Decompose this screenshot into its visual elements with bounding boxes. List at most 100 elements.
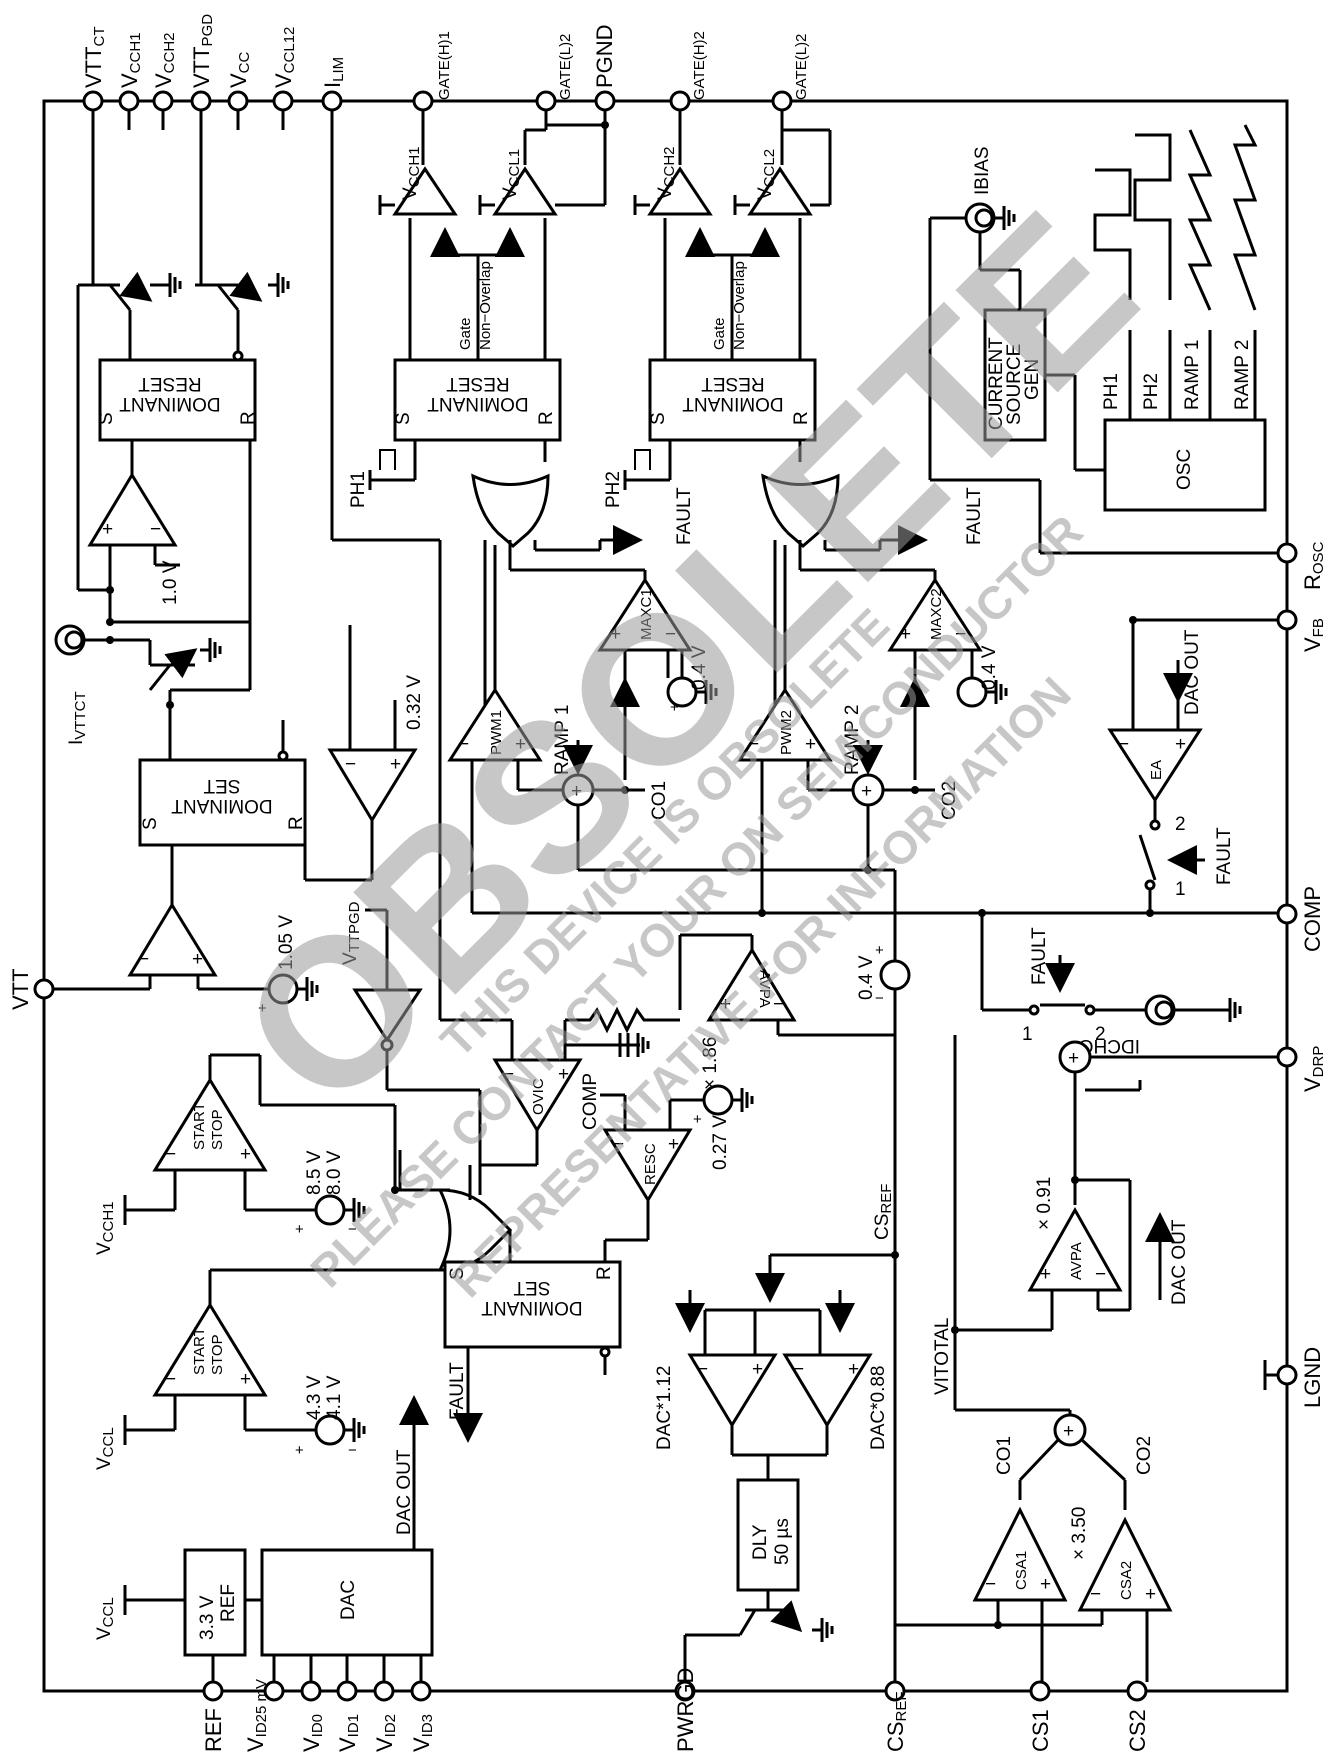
- svg-text:VCCL2: VCCL2: [755, 149, 778, 200]
- lbl-csref: CSREF: [872, 1184, 895, 1240]
- lbl-x091: × 0.91: [1034, 1177, 1055, 1230]
- svg-text:OSC: OSC: [1174, 449, 1195, 490]
- lbl-fault-or1: FAULT: [674, 487, 695, 545]
- svg-text:−: −: [613, 1134, 624, 1155]
- pin-gateh2: [669, 90, 691, 112]
- vttct-transistor: [78, 110, 182, 360]
- osc-block: OSC PH1 PH2 RAMP 1 RAMP 2: [1101, 340, 1267, 512]
- csa2-amp: − + CSA2: [1077, 1516, 1173, 1612]
- svg-text:CSA1: CSA1: [1013, 1551, 1030, 1590]
- latch-set-dominant-vtt: SET DOMINANT S R: [138, 758, 307, 847]
- lbl-0v27: 0.27 V: [710, 1115, 731, 1170]
- pin-vid1: [336, 1680, 358, 1702]
- top-pin-labels: VTTCT VCCH1 VCCH2 VTTPGD VCC VCCL12 ILIM…: [81, 14, 810, 100]
- svg-text:−: −: [348, 1221, 357, 1238]
- svg-text:+: +: [558, 1064, 569, 1085]
- lbl-gate-no-2b: Non−Overlap: [731, 261, 748, 350]
- lbl-vcch1-start: VCCH1: [94, 1201, 117, 1255]
- svg-text:SET: SET: [513, 1277, 550, 1298]
- svg-text:DOMINANT: DOMINANT: [171, 795, 273, 816]
- lbl-8v5: 8.5 V: [304, 1150, 325, 1195]
- lbl-vccl-ref: VCCL: [94, 1597, 117, 1640]
- lbl-pin-vid25: VID25 mV: [243, 1679, 270, 1752]
- pin-vdrp: [1276, 1046, 1298, 1068]
- lbl-dac112: DAC*1.12: [654, 1366, 675, 1451]
- svg-text:S: S: [447, 1267, 468, 1280]
- pin-cs2: [1126, 1680, 1148, 1702]
- svg-text:+: +: [668, 1134, 679, 1155]
- pin-vtt: [33, 978, 55, 1000]
- lbl-sw-1-ea: 1: [1175, 879, 1186, 900]
- svg-text:+: +: [1068, 1048, 1079, 1069]
- or-gate-fault: [437, 1188, 513, 1272]
- svg-text:START: START: [191, 1327, 208, 1375]
- svg-text:OVIC: OVIC: [530, 1078, 547, 1115]
- svg-text:−: −: [748, 734, 759, 755]
- comparator-0v32: − + 0.32 V: [327, 625, 425, 823]
- startstop-comparator-vcch1: − + START STOP: [152, 1077, 268, 1172]
- lbl-8v0: 8.0 V: [324, 1150, 345, 1195]
- svg-text:−: −: [1090, 1584, 1101, 1605]
- latch-pin-s: S: [96, 412, 117, 425]
- svg-text:3.3 V: 3.3 V: [197, 1595, 218, 1640]
- lbl-fault-ea: FAULT: [1214, 827, 1235, 885]
- latch-reset-dominant-vtt: RESET DOMINANT S R: [96, 358, 259, 442]
- startstop-comparator-vccl: − + START STOP: [152, 1302, 268, 1397]
- svg-text:+: +: [610, 624, 621, 645]
- svg-text:+: +: [752, 1359, 763, 1380]
- lbl-ph2: PH2: [603, 471, 624, 508]
- lbl-pin-csref: CSREF: [883, 1691, 910, 1752]
- lbl-pin-vccl12: VCCL12: [271, 27, 298, 88]
- ref-block: 3.3 V REF: [183, 1548, 247, 1657]
- pwm1-comparator: − + PWM1: [447, 687, 543, 762]
- lbl-ivttct: IVTTCT: [66, 691, 89, 745]
- lbl-pin-rosc: ROSC: [1300, 541, 1327, 590]
- pin-gatel2b: [771, 90, 793, 112]
- svg-text:+: +: [1063, 1421, 1074, 1442]
- lbl-0v4-b: 0.4 V: [979, 645, 1000, 690]
- lbl-pin-gatel2b: GATE(L)2: [793, 34, 810, 100]
- or-gate-pwm1: [471, 473, 550, 548]
- vttpgd-transistor: [195, 110, 290, 360]
- svg-text:VCCH1: VCCH1: [400, 146, 423, 200]
- svg-text:+: +: [102, 519, 113, 540]
- svg-text:−: −: [875, 990, 884, 1007]
- svg-text:−: −: [955, 624, 966, 645]
- pin-vid3: [410, 1680, 432, 1702]
- lbl-pin-vid1: VID1: [335, 1714, 362, 1752]
- svg-text:SOURCE: SOURCE: [1004, 344, 1025, 425]
- lbl-dac-out-ea: DAC OUT: [1182, 629, 1203, 715]
- svg-text:−: −: [1095, 1264, 1106, 1285]
- latch-title-reset: RESET: [138, 373, 202, 394]
- resc-comparator: − + RESC: [602, 1128, 693, 1203]
- lbl-vccl-start: VCCL: [94, 1427, 117, 1470]
- svg-text:−: −: [985, 1574, 996, 1595]
- lbl-pin-vcch1: VCCH1: [117, 32, 144, 88]
- lbl-dac-out-1: DAC OUT: [394, 1449, 415, 1535]
- svg-text:−: −: [138, 949, 149, 970]
- svg-text:+: +: [390, 754, 401, 775]
- svg-text:+: +: [571, 781, 582, 802]
- svg-text:+: +: [1175, 734, 1186, 755]
- svg-text:−: −: [165, 1369, 176, 1390]
- svg-text:+: +: [848, 1359, 859, 1380]
- svg-text:DLY: DLY: [750, 1524, 771, 1560]
- bottom-pin-labels: REF VID25 mV VID0 VID1 VID2 VID3 PWRGD C…: [201, 1668, 1150, 1752]
- svg-text:S: S: [648, 412, 669, 425]
- svg-text:+: +: [1040, 1264, 1051, 1285]
- pin-pgnd: [594, 90, 616, 112]
- svg-text:PWM1: PWM1: [488, 710, 505, 755]
- lbl-pin-vid2: VID2: [372, 1714, 399, 1752]
- svg-text:−: −: [665, 624, 676, 645]
- pin-vcch2: [152, 90, 174, 112]
- svg-text:DOMINANT: DOMINANT: [481, 1297, 583, 1318]
- svg-text:+: +: [192, 949, 203, 970]
- svg-text:+: +: [1040, 1574, 1051, 1595]
- lbl-pin-cs1: CS1: [1028, 1709, 1053, 1752]
- svg-text:STOP: STOP: [209, 1109, 226, 1150]
- svg-text:STOP: STOP: [209, 1334, 226, 1375]
- maxc1-comparator: + − MAXC1: [597, 577, 693, 652]
- lbl-sw-2-idchg: 2: [1095, 1024, 1106, 1045]
- svg-text:REF: REF: [218, 1584, 239, 1622]
- pwm2-comparator: − + PWM2: [737, 687, 833, 762]
